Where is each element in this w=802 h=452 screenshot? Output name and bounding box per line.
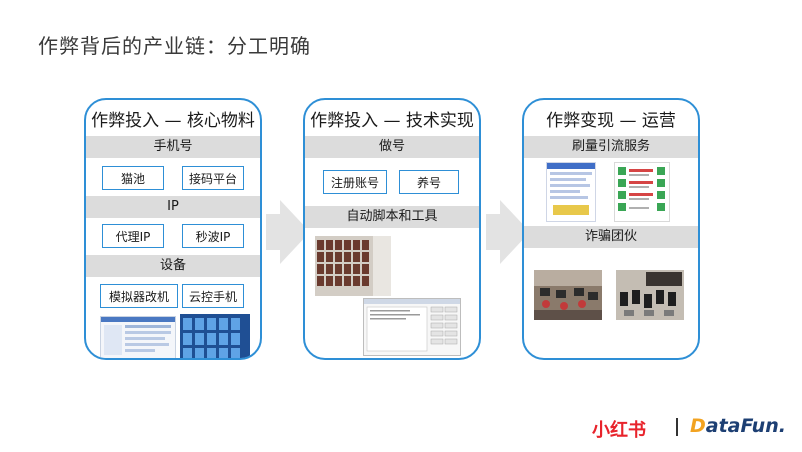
panel-title: 作弊变现 — 运营 — [546, 111, 676, 131]
panel-title: 作弊投入 — 核心物料 — [91, 111, 255, 131]
section-account-making: 做号 — [305, 136, 479, 158]
xiaohongshu-logo: 小红书 — [592, 420, 646, 441]
chip-cat-pool: 猫池 — [102, 166, 164, 190]
script-tool-screenshot — [363, 298, 461, 356]
traffic-service-screenshot-2 — [614, 162, 670, 222]
fraud-gang-photo-1 — [534, 270, 602, 320]
section-fraud-gang: 诈骗团伙 — [524, 226, 698, 248]
slide-title: 作弊背后的产业链：分工明确 — [38, 34, 311, 58]
chip-cloud-phone: 云控手机 — [182, 284, 244, 308]
fraud-gang-photo-2 — [616, 270, 684, 320]
chip-register-account: 注册账号 — [323, 170, 387, 194]
panel-title: 作弊投入 — 技术实现 — [310, 111, 474, 131]
logo-divider — [676, 418, 678, 436]
section-scripts-tools: 自动脚本和工具 — [305, 206, 479, 228]
panel-monetization: 作弊变现 — 运营 刷量引流服务 诈骗团伙 — [522, 98, 700, 360]
section-ip: IP — [86, 196, 260, 218]
section-device: 设备 — [86, 255, 260, 277]
chip-nurture-account: 养号 — [399, 170, 459, 194]
chip-sms-platform: 接码平台 — [182, 166, 244, 190]
panel-tech-implementation: 作弊投入 — 技术实现 做号 注册账号 养号 自动脚本和工具 — [303, 98, 481, 360]
section-traffic-service: 刷量引流服务 — [524, 136, 698, 158]
device-wall-photo — [315, 236, 391, 296]
cloud-phone-screenshot — [180, 314, 250, 358]
chip-emulator: 模拟器改机 — [100, 284, 178, 308]
chip-proxy-ip: 代理IP — [102, 224, 164, 248]
traffic-service-screenshot-1 — [546, 162, 596, 222]
emulator-screenshot — [100, 316, 176, 358]
chip-dial-ip: 秒波IP — [182, 224, 244, 248]
panel-core-materials: 作弊投入 — 核心物料 手机号 猫池 接码平台 IP 代理IP 秒波IP 设备 … — [84, 98, 262, 360]
section-phone: 手机号 — [86, 136, 260, 158]
datafun-logo: DataFun. — [690, 415, 786, 437]
